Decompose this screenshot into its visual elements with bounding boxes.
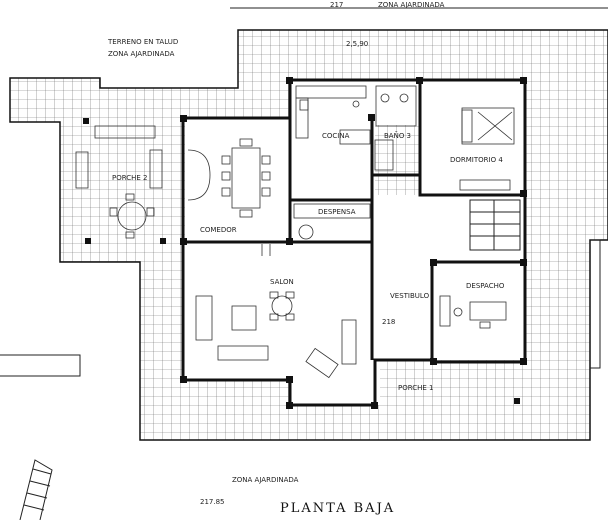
zone-top-left-1: TERRENO EN TALUD (107, 38, 178, 46)
bano-fixtures (374, 85, 417, 171)
room-bano3: BAÑO 3 (384, 131, 411, 140)
room-salon: SALON (270, 278, 294, 286)
exterior-stairs (19, 459, 53, 520)
level-vestibulo: 218 (382, 318, 395, 326)
room-porche2: PORCHE 2 (112, 174, 148, 182)
structural-columns (83, 77, 527, 409)
room-comedor: COMEDOR (200, 226, 237, 234)
room-cocina: COCINA (322, 132, 350, 140)
zone-top-left-2: ZONA AJARDINADA (108, 50, 175, 58)
level-terrace: 2,5,90 (346, 40, 368, 48)
porche2-furniture (75, 125, 163, 239)
despacho-furniture (439, 295, 507, 329)
zone-bottom: ZONA AJARDINADA (232, 476, 299, 484)
dormitorio-bed (459, 107, 515, 191)
building-footprint (182, 80, 525, 405)
room-vestibulo: VESTIBULO (390, 292, 430, 300)
level-top: 217 (330, 1, 343, 9)
room-dormitorio4: DORMITORIO 4 (450, 156, 503, 164)
zone-top-right: ZONA AJARDINADA (378, 1, 445, 9)
room-porche1: PORCHE 1 (398, 384, 434, 392)
salon-furniture (195, 244, 357, 379)
cocina-fixtures (295, 85, 371, 145)
room-despacho: DESPACHO (466, 282, 505, 290)
site-boundary (0, 7, 608, 377)
plan-title: PLANTA BAJA (280, 501, 395, 516)
despensa-shelves (293, 203, 371, 240)
level-bottom: 217.85 (200, 498, 225, 506)
room-despensa: DESPENSA (318, 208, 356, 216)
comedor-furniture (187, 138, 271, 218)
interior-stair (469, 199, 521, 251)
